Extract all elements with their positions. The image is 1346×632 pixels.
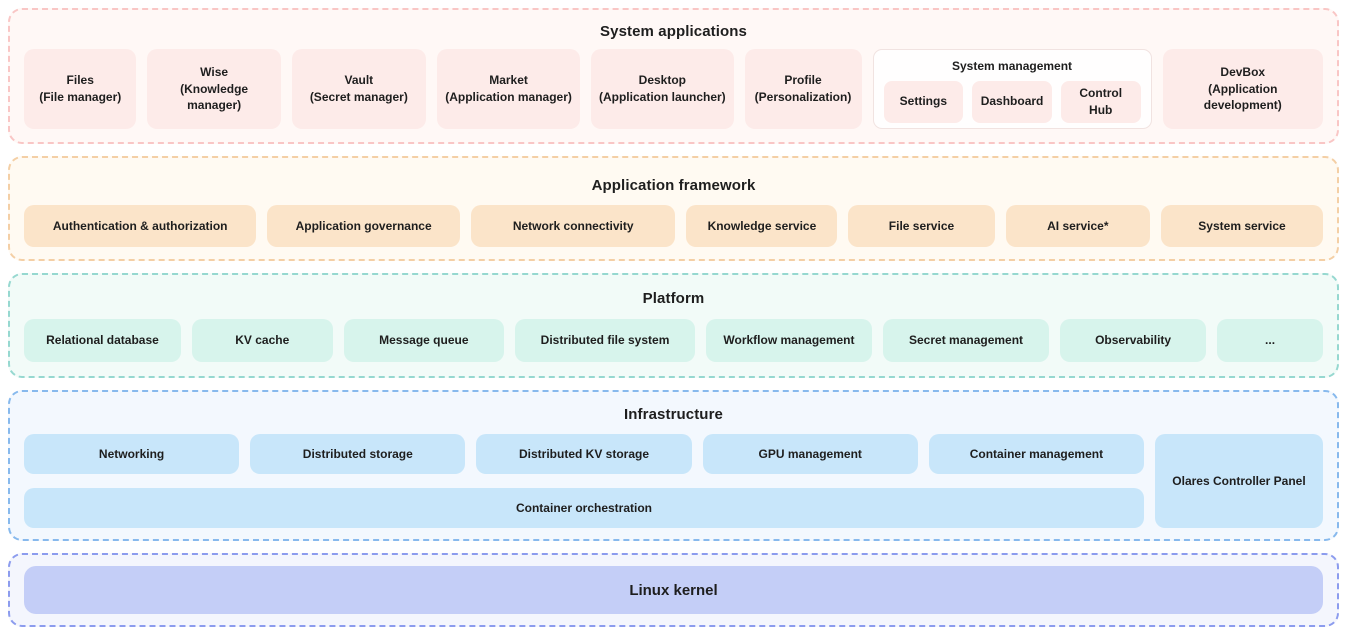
card-subtitle: (Application development) [1203, 81, 1282, 113]
card-system-service: System service [1161, 205, 1323, 247]
card-desktop: Desktop (Application launcher) [591, 49, 734, 129]
application-framework-cards-row: Authentication & authorization Applicati… [24, 205, 1323, 247]
card-settings: Settings [883, 81, 964, 123]
layer-system-applications: System applications Files (File manager)… [8, 8, 1339, 144]
infrastructure-row-2: Container orchestration [24, 488, 1144, 528]
system-management-group: System management Settings Dashboard Con… [872, 49, 1152, 129]
card-files: Files (File manager) [24, 49, 137, 129]
card-distributed-kv-storage: Distributed KV storage [476, 434, 692, 474]
card-subtitle: (Secret manager) [309, 90, 408, 104]
system-applications-cards-row: Files (File manager) Wise (Knowledge man… [24, 49, 1323, 129]
card-title: Files [66, 73, 94, 88]
infrastructure-left-column: Networking Distributed storage Distribut… [24, 434, 1145, 528]
platform-cards-row: Relational database KV cache Message que… [24, 319, 1323, 362]
infrastructure-body: Networking Distributed storage Distribut… [24, 434, 1323, 528]
card-title: DevBox [1220, 64, 1266, 79]
card-control-hub: Control Hub [1060, 81, 1141, 123]
card-network-connectivity: Network connectivity [470, 205, 676, 247]
layer-infrastructure: Infrastructure Networking Distributed st… [8, 390, 1339, 541]
card-title: Desktop [638, 73, 686, 88]
card-market: Market (Application manager) [436, 49, 581, 129]
card-profile: Profile (Personalization) [744, 49, 862, 129]
card-message-queue: Message queue [343, 319, 505, 362]
card-ai-service: AI service* [1005, 205, 1151, 247]
card-workflow-management: Workflow management [705, 319, 872, 362]
card-distributed-file-system: Distributed file system [515, 319, 695, 362]
card-subtitle: (File manager) [39, 90, 122, 104]
card-title: Wise [200, 64, 229, 79]
layer-platform: Platform Relational database KV cache Me… [8, 273, 1339, 378]
card-knowledge-service: Knowledge service [686, 205, 838, 247]
card-subtitle: (Application manager) [445, 90, 572, 104]
card-subtitle: (Knowledge manager) [180, 81, 249, 113]
architecture-diagram: System applications Files (File manager)… [8, 8, 1339, 627]
card-application-governance: Application governance [267, 205, 460, 247]
layer-title-infrastructure: Infrastructure [624, 406, 723, 423]
card-devbox: DevBox (Application development) [1162, 49, 1323, 129]
card-linux-kernel: Linux kernel [24, 566, 1323, 614]
card-wise: Wise (Knowledge manager) [147, 49, 281, 129]
card-title: Vault [344, 73, 374, 88]
card-container-management: Container management [928, 434, 1145, 474]
layer-application-framework: Application framework Authentication & a… [8, 156, 1339, 261]
layer-title-system-applications: System applications [600, 23, 747, 40]
card-vault: Vault (Secret manager) [291, 49, 426, 129]
layer-title-application-framework: Application framework [591, 177, 756, 194]
card-subtitle: (Personalization) [754, 90, 852, 104]
card-olares-controller-panel: Olares Controller Panel [1155, 434, 1323, 528]
infrastructure-row-1: Networking Distributed storage Distribut… [24, 434, 1145, 474]
card-container-orchestration: Container orchestration [24, 488, 1144, 528]
card-observability: Observability [1060, 319, 1207, 362]
system-management-cards-row: Settings Dashboard Control Hub [883, 81, 1141, 123]
card-subtitle: (Application launcher) [598, 90, 726, 104]
card-title: Market [489, 73, 528, 88]
card-file-service: File service [848, 205, 995, 247]
card-distributed-storage: Distributed storage [250, 434, 466, 474]
card-kv-cache: KV cache [191, 319, 333, 362]
card-dashboard: Dashboard [972, 81, 1052, 123]
card-authentication-authorization: Authentication & authorization [24, 205, 257, 247]
card-relational-database: Relational database [24, 319, 181, 362]
card-title: Profile [784, 73, 822, 88]
layer-linux-kernel: Linux kernel [8, 553, 1339, 627]
card-gpu-management: GPU management [702, 434, 918, 474]
group-title: System management [952, 59, 1073, 73]
card-networking: Networking [24, 434, 240, 474]
card-platform-ellipsis: ... [1217, 319, 1323, 362]
card-secret-management: Secret management [882, 319, 1050, 362]
layer-title-platform: Platform [642, 290, 705, 307]
